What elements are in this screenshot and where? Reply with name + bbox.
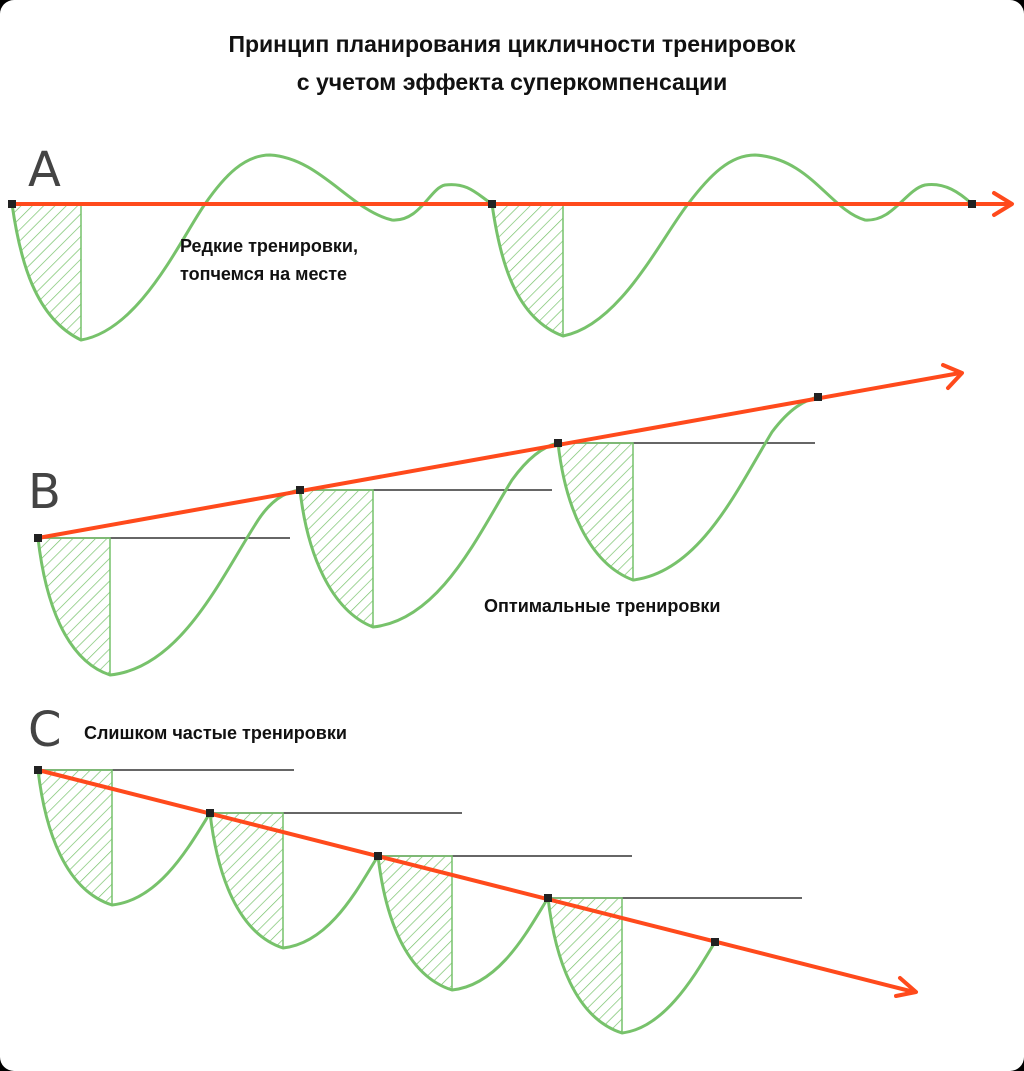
panel-c-training-marker	[711, 938, 719, 946]
panel-b-curve-3	[556, 395, 820, 582]
panel-a-training-marker	[968, 200, 976, 208]
panel-c-recovery-zone-3	[377, 855, 453, 992]
panel-a-caption-line-2: топчемся на месте	[180, 264, 347, 284]
panel-b-recovery-zone-3	[557, 442, 634, 582]
panel-b: B Оптимальные тренировки	[28, 363, 964, 677]
panel-b-caption: Оптимальные тренировки	[484, 596, 721, 616]
panel-a-recovery-zone-1	[11, 203, 82, 342]
panel-c-training-marker	[34, 766, 42, 774]
panel-b-trend-arrowhead	[941, 363, 964, 390]
panel-b-training-marker	[34, 534, 42, 542]
panel-c-caption: Слишком частые тренировки	[84, 723, 347, 743]
panel-c-curve-1	[36, 768, 212, 907]
panel-c-recovery-zone-4	[547, 897, 623, 1035]
panel-a-letter: A	[28, 142, 61, 198]
panel-c-training-marker	[374, 852, 382, 860]
panel-b-recovery-zone-1	[37, 537, 111, 677]
panel-b-curve-2	[298, 441, 560, 629]
panel-b-training-marker	[814, 393, 822, 401]
panel-c-trend-arrowhead	[894, 976, 918, 998]
panel-a-curve-2	[490, 153, 974, 338]
panel-a-training-marker	[488, 200, 496, 208]
panel-c-letter: C	[28, 702, 62, 758]
diagram-title-line-1: Принцип планирования цикличности трениро…	[228, 31, 796, 57]
panel-b-training-marker	[296, 486, 304, 494]
panel-a-recovery-zone-2	[491, 203, 564, 338]
panel-a: A Редкие тренировки, топчемся на месте	[8, 142, 1014, 342]
panel-c-recovery-zone-2	[209, 812, 284, 950]
panel-b-letter: B	[28, 464, 61, 520]
diagram-title-line-2: с учетом эффекта суперкомпенсации	[297, 69, 727, 95]
panel-c-curve-3	[376, 854, 550, 992]
panel-c-training-marker	[206, 809, 214, 817]
panel-b-recovery-zone-2	[299, 489, 374, 629]
panel-a-caption-line-1: Редкие тренировки,	[180, 236, 358, 256]
panel-c: C Слишком частые тренировки	[28, 702, 918, 1035]
panel-a-training-marker	[8, 200, 16, 208]
panel-b-curve-1	[36, 488, 302, 677]
panel-a-trend-arrowhead	[992, 191, 1014, 217]
panel-c-trend-line	[37, 768, 915, 994]
panel-a-curve-1	[10, 153, 494, 342]
panel-b-trend-line	[37, 371, 961, 540]
panel-c-recovery-zone-1	[37, 769, 113, 907]
panel-c-curve-2	[208, 811, 380, 950]
panel-c-training-marker	[544, 894, 552, 902]
panel-c-curve-4	[546, 896, 717, 1035]
panel-b-training-marker	[554, 439, 562, 447]
